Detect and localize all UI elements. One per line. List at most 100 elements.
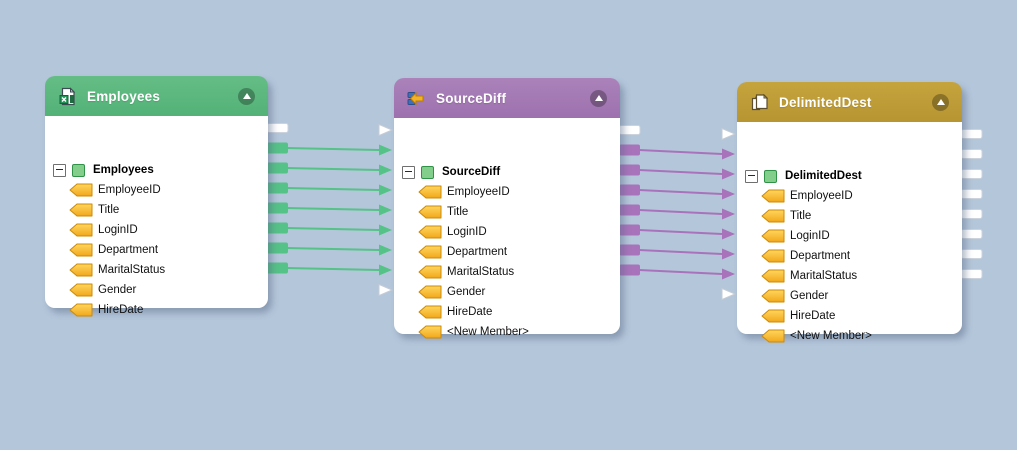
field-row[interactable]: Department	[737, 246, 962, 266]
collapse-button[interactable]	[590, 89, 607, 107]
field-row-new-member[interactable]: <New Member>	[737, 326, 962, 346]
field-row[interactable]: Title	[45, 200, 268, 220]
field-row-new-member[interactable]: <New Member>	[394, 322, 620, 342]
field-row-root[interactable]: Employees	[45, 160, 268, 180]
output-stub[interactable]	[267, 142, 288, 154]
output-stub[interactable]	[267, 162, 288, 174]
output-stub[interactable]	[960, 209, 983, 219]
node-sourcediff-header[interactable]: SourceDiff	[394, 78, 620, 118]
input-arrow[interactable]	[378, 123, 394, 137]
field-row[interactable]: EmployeeID	[394, 182, 620, 202]
field-row-root[interactable]: DelimitedDest	[737, 166, 962, 186]
connection-line[interactable]	[638, 189, 723, 195]
field-row[interactable]: Title	[737, 206, 962, 226]
input-arrow[interactable]	[722, 268, 735, 280]
connection-line[interactable]	[638, 149, 723, 155]
field-tag-icon	[69, 183, 93, 197]
output-stub[interactable]	[619, 184, 640, 196]
input-arrow[interactable]	[379, 244, 392, 256]
connection-line[interactable]	[638, 249, 723, 255]
output-stub[interactable]	[960, 229, 983, 239]
field-tag-icon	[69, 243, 93, 257]
output-stub[interactable]	[619, 244, 640, 256]
input-arrow[interactable]	[379, 184, 392, 196]
input-arrow[interactable]	[378, 283, 394, 297]
output-stub[interactable]	[267, 182, 288, 194]
field-row[interactable]: MaritalStatus	[737, 266, 962, 286]
field-row[interactable]: MaritalStatus	[394, 262, 620, 282]
field-row[interactable]: Gender	[45, 280, 268, 300]
field-row[interactable]: LoginID	[45, 220, 268, 240]
input-arrow[interactable]	[721, 127, 737, 141]
input-arrow[interactable]	[379, 144, 392, 156]
field-row[interactable]: LoginID	[737, 226, 962, 246]
node-delimiteddest-header[interactable]: DelimitedDest	[737, 82, 962, 122]
output-stub[interactable]	[619, 164, 640, 176]
output-stub[interactable]	[960, 149, 983, 159]
field-row[interactable]: EmployeeID	[737, 186, 962, 206]
connection-line[interactable]	[286, 207, 380, 211]
connection-line[interactable]	[286, 227, 380, 231]
field-row[interactable]: HireDate	[45, 300, 268, 320]
collapse-minus-icon[interactable]	[745, 169, 758, 183]
connection-line[interactable]	[286, 247, 380, 251]
field-row[interactable]: Gender	[737, 286, 962, 306]
output-stub[interactable]	[960, 169, 983, 179]
connection-line[interactable]	[638, 169, 723, 175]
output-stub[interactable]	[267, 262, 288, 274]
connection-line[interactable]	[638, 229, 723, 235]
input-arrow[interactable]	[379, 204, 392, 216]
input-arrow[interactable]	[722, 208, 735, 220]
output-stub[interactable]	[619, 224, 640, 236]
field-row[interactable]: Title	[394, 202, 620, 222]
output-stub[interactable]	[266, 123, 289, 133]
output-stub[interactable]	[618, 125, 641, 135]
input-arrow[interactable]	[722, 188, 735, 200]
field-row[interactable]: LoginID	[394, 222, 620, 242]
connection-line[interactable]	[286, 187, 380, 191]
output-stub[interactable]	[960, 129, 983, 139]
input-arrow[interactable]	[722, 148, 735, 160]
node-employees-header[interactable]: Employees	[45, 76, 268, 116]
connection-line[interactable]	[286, 147, 380, 151]
input-arrow[interactable]	[379, 164, 392, 176]
input-arrow[interactable]	[379, 224, 392, 236]
output-stub[interactable]	[267, 222, 288, 234]
field-row[interactable]: Department	[394, 242, 620, 262]
collapse-button[interactable]	[932, 93, 949, 111]
output-stub[interactable]	[619, 264, 640, 276]
input-arrow[interactable]	[722, 228, 735, 240]
field-row[interactable]: MaritalStatus	[45, 260, 268, 280]
field-row[interactable]: Gender	[394, 282, 620, 302]
field-row[interactable]: Department	[45, 240, 268, 260]
collapse-button[interactable]	[238, 87, 255, 105]
input-arrow[interactable]	[722, 248, 735, 260]
output-stub[interactable]	[267, 202, 288, 214]
output-stub[interactable]	[960, 249, 983, 259]
input-arrow[interactable]	[722, 168, 735, 180]
field-row[interactable]: HireDate	[394, 302, 620, 322]
collapse-minus-icon[interactable]	[53, 163, 66, 177]
connection-line[interactable]	[638, 269, 723, 275]
output-stub[interactable]	[267, 242, 288, 254]
output-stub[interactable]	[619, 204, 640, 216]
output-stub[interactable]	[960, 189, 983, 199]
collapse-minus-icon[interactable]	[402, 165, 415, 179]
input-arrow[interactable]	[379, 264, 392, 276]
input-arrow[interactable]	[721, 287, 737, 301]
connection-line[interactable]	[286, 267, 380, 271]
field-row[interactable]: EmployeeID	[45, 180, 268, 200]
field-row-root[interactable]: SourceDiff	[394, 162, 620, 182]
output-stub[interactable]	[960, 269, 983, 279]
new-member-label: <New Member>	[447, 326, 529, 338]
output-stub[interactable]	[619, 144, 640, 156]
connection-line[interactable]	[286, 167, 380, 171]
field-row[interactable]: HireDate	[737, 306, 962, 326]
connection-line[interactable]	[638, 209, 723, 215]
